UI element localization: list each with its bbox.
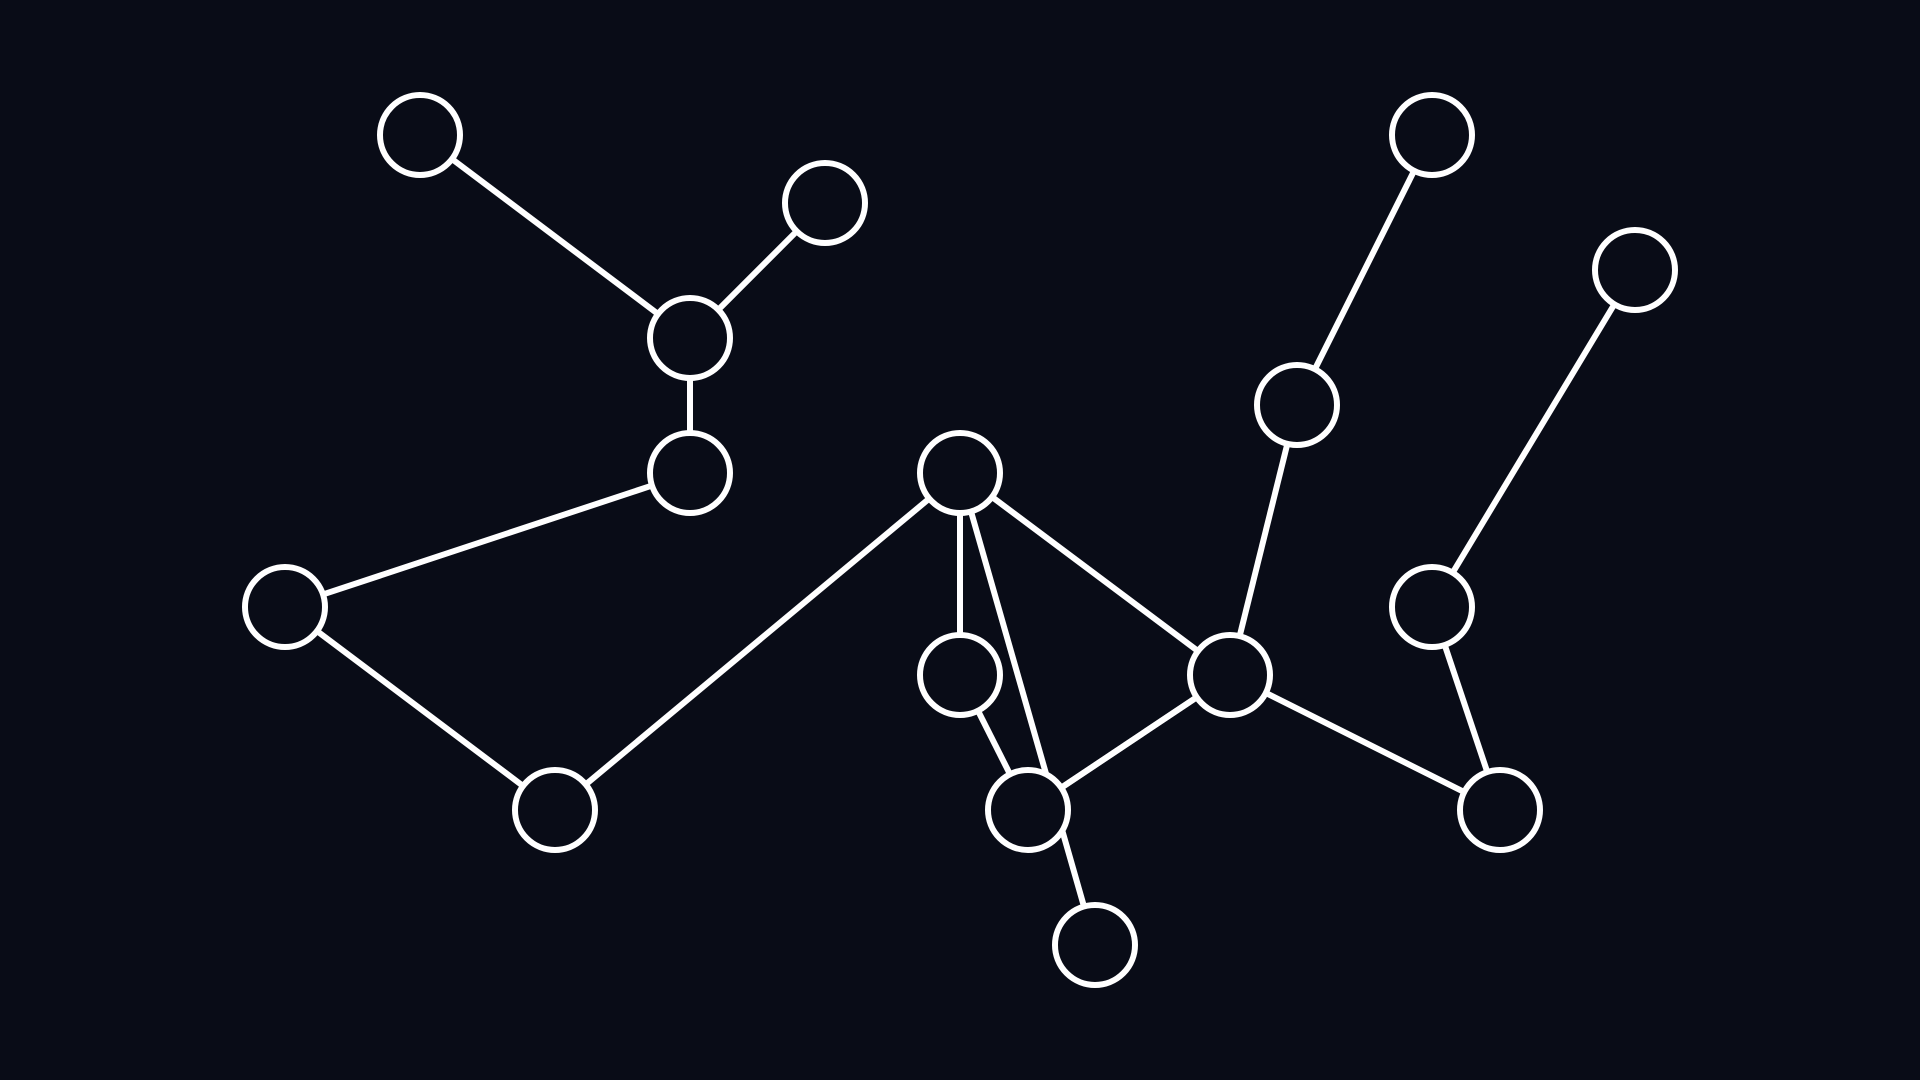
node-n4 — [647, 430, 733, 516]
node-n17 — [1389, 564, 1475, 650]
edge-n7-n10 — [968, 510, 1087, 908]
node-n16 — [1457, 767, 1543, 853]
node-n1 — [377, 92, 463, 178]
edge-n12-n13 — [1236, 443, 1291, 637]
edge-n17-n16 — [1441, 643, 1491, 774]
edge-n13-n14 — [1312, 169, 1417, 371]
node-n13 — [1254, 362, 1340, 448]
node-n5 — [242, 564, 328, 650]
node-n9 — [985, 767, 1071, 853]
edge-n8-n9 — [975, 709, 1013, 776]
node-n14 — [1389, 92, 1475, 178]
edge-n12-n16 — [1264, 690, 1466, 795]
edge-n2-n3 — [716, 229, 799, 312]
node-n3 — [647, 295, 733, 381]
node-n8 — [917, 632, 1003, 718]
edge-n4-n5 — [322, 482, 653, 598]
node-n10 — [1052, 902, 1138, 988]
node-n7 — [917, 430, 1003, 516]
edge-n12-n9 — [1059, 694, 1199, 791]
node-n2 — [782, 160, 868, 246]
edge-n6-n7 — [583, 496, 932, 787]
edge-n1-n3 — [450, 156, 660, 317]
edge-layer — [315, 156, 1617, 908]
node-n6 — [512, 767, 598, 853]
node-layer — [242, 92, 1678, 988]
edge-n5-n6 — [315, 628, 525, 789]
node-n12 — [1187, 632, 1273, 718]
edge-n15-n17 — [1450, 302, 1617, 575]
edge-n7-n12 — [990, 494, 1200, 654]
node-n15 — [1592, 227, 1678, 313]
